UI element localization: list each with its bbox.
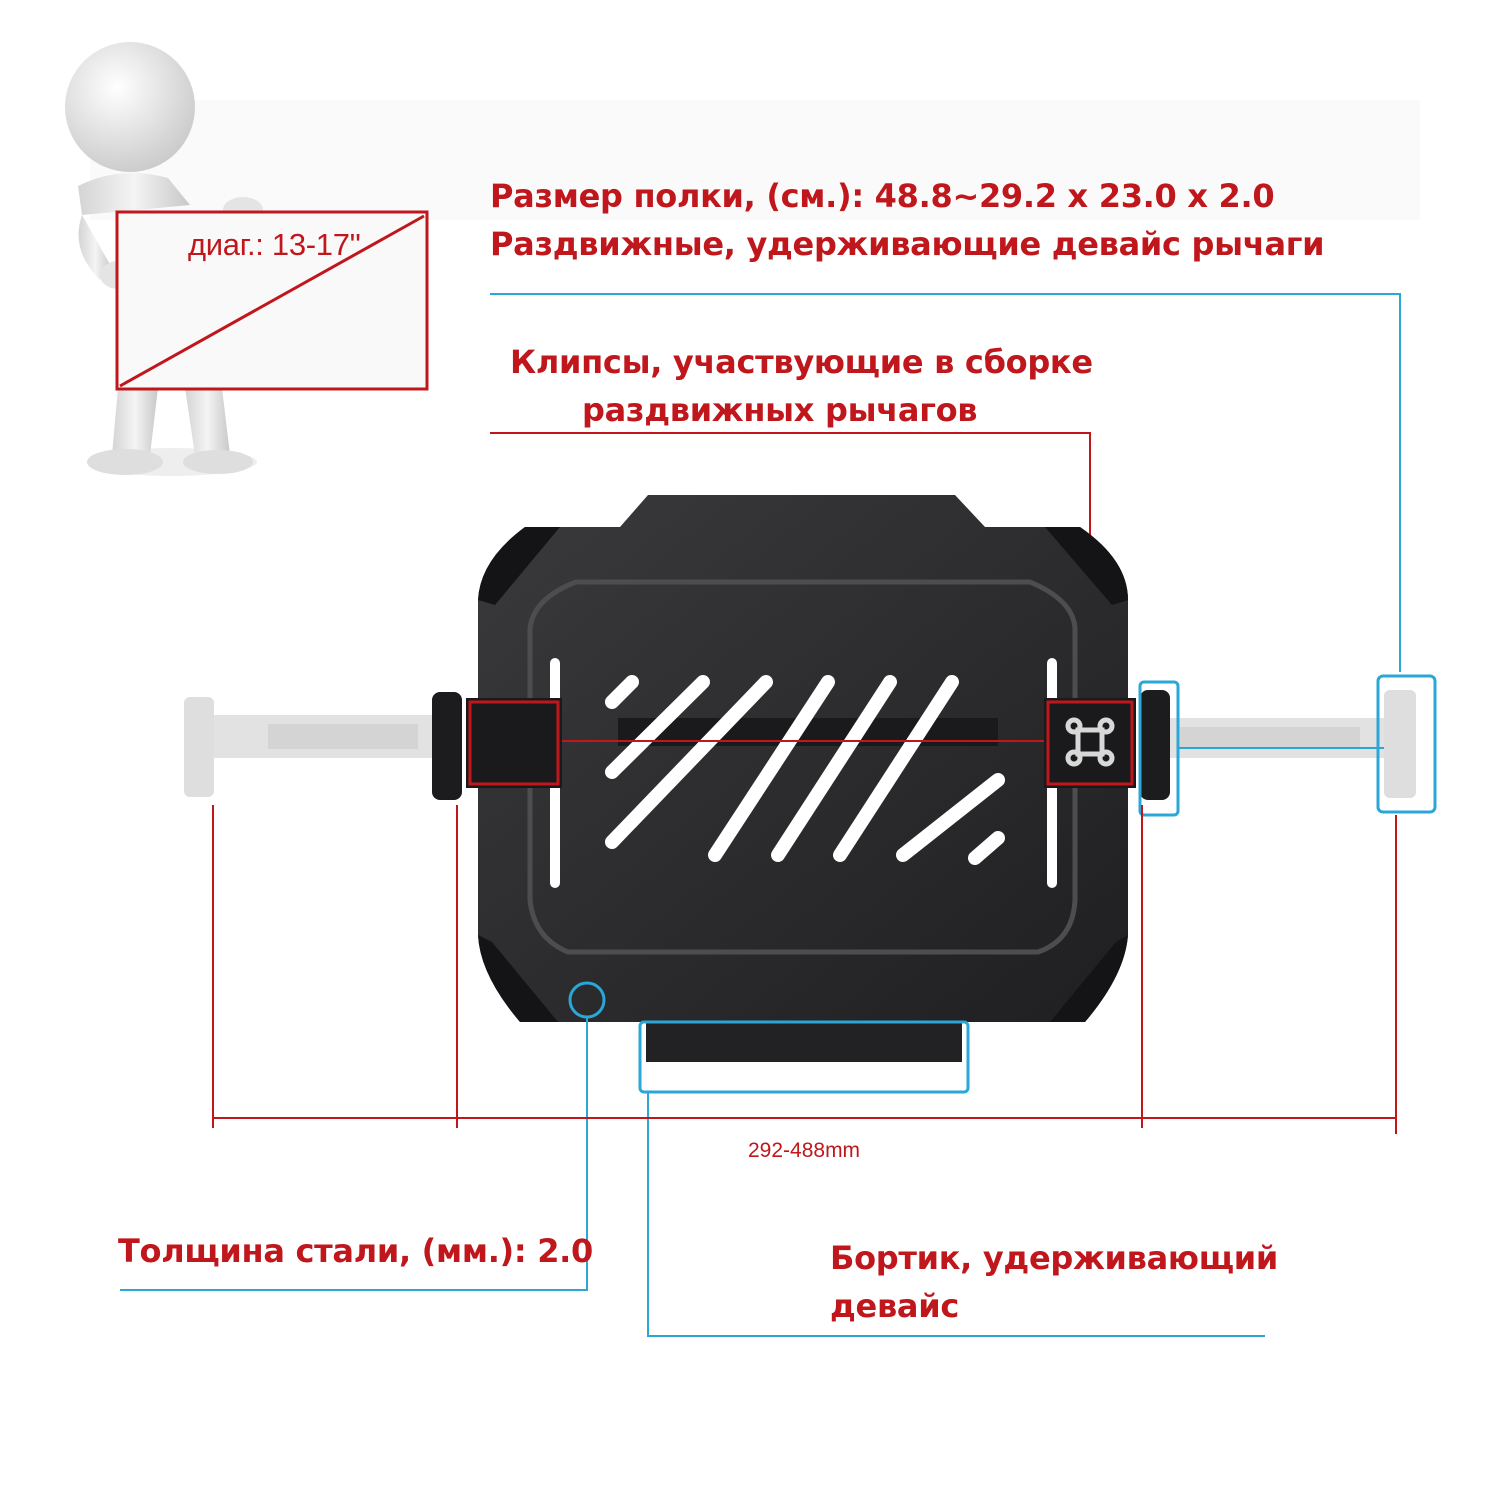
right-arm xyxy=(1140,690,1416,800)
shelf-size-label: Размер полки, (см.): 48.8~29.2 x 23.0 x … xyxy=(490,177,1275,215)
device-lip xyxy=(646,1022,962,1062)
left-clip xyxy=(466,698,562,788)
shelf-body xyxy=(478,495,1128,1062)
vent-slots xyxy=(605,675,1005,865)
lip-highlight xyxy=(638,1020,970,1094)
leader-lip xyxy=(647,1092,1265,1337)
clips-block: Клипсы, участвующие в сборке раздвижных … xyxy=(510,338,1093,434)
dimension-lines xyxy=(212,805,1397,1134)
diagonal-line xyxy=(119,214,425,388)
lip-label-line1: Бортик, удерживающий xyxy=(830,1239,1279,1277)
leader-arms xyxy=(490,293,1401,672)
background-band xyxy=(90,100,1420,220)
arm-highlight-outer xyxy=(1376,674,1437,814)
left-arm xyxy=(184,692,462,800)
extendable-arms-label: Раздвижные, удерживающие девайс рычаги xyxy=(490,225,1325,263)
dimension-label: 292-488mm xyxy=(748,1139,861,1162)
right-clip xyxy=(1044,698,1136,788)
looped-square-icon xyxy=(1065,717,1115,767)
clips-label-line1: Клипсы, участвующие в сборке xyxy=(510,343,1093,381)
shelf-size-block: Размер полки, (см.): 48.8~29.2 x 23.0 x … xyxy=(490,172,1325,268)
figure-icon xyxy=(65,42,263,476)
display-board xyxy=(115,210,429,391)
lip-label-line2: девайс xyxy=(830,1287,959,1325)
clips-label-line2: раздвижных рычагов xyxy=(582,391,978,429)
diagonal-label: диаг.: 13-17" xyxy=(188,227,361,262)
leader-steel xyxy=(120,1017,588,1291)
lip-block: Бортик, удерживающий девайс xyxy=(830,1234,1278,1330)
steel-thickness-label: Толщина стали, (мм.): 2.0 xyxy=(118,1232,594,1270)
